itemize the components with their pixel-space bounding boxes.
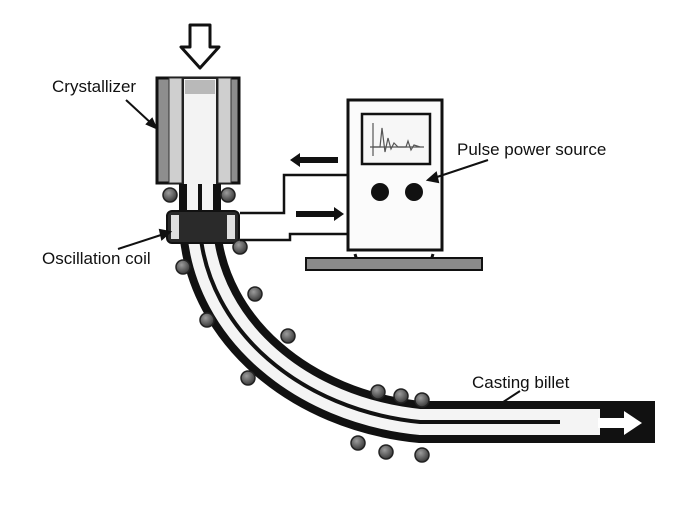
power-knob: [371, 183, 389, 201]
roller: [414, 392, 430, 408]
roller: [162, 187, 178, 203]
roller: [247, 286, 263, 302]
casting-billet-label: Casting billet: [472, 373, 570, 392]
power-cables: [240, 173, 348, 242]
outlet-arrow-icon: [598, 411, 642, 435]
left-arrow-icon: [290, 153, 338, 167]
roller: [350, 435, 366, 451]
roller: [240, 370, 256, 386]
roller: [199, 312, 215, 328]
crystallizer: [155, 76, 241, 187]
roller: [232, 239, 248, 255]
roller: [414, 447, 430, 463]
pulse-power-source: [305, 98, 483, 271]
roller: [378, 444, 394, 460]
roller: [370, 384, 386, 400]
support-rollers: [162, 187, 430, 463]
roller: [280, 328, 296, 344]
waveform-display: [370, 123, 424, 156]
crystallizer-label: Crystallizer: [52, 77, 137, 96]
current-flow-arrows: [290, 153, 344, 221]
roller: [393, 388, 409, 404]
casting-strand: [179, 184, 655, 443]
leader-lines: [117, 99, 521, 407]
base-platform: [305, 257, 483, 271]
oscillation-coil: [166, 210, 240, 244]
power-knob: [405, 183, 423, 201]
pulse-power-source-label: Pulse power source: [457, 140, 607, 159]
roller: [220, 187, 236, 203]
oscillation-coil-label: Oscillation coil: [42, 249, 151, 268]
pour-arrow-icon: [179, 23, 221, 70]
right-arrow-icon: [296, 207, 344, 221]
roller: [175, 259, 191, 275]
